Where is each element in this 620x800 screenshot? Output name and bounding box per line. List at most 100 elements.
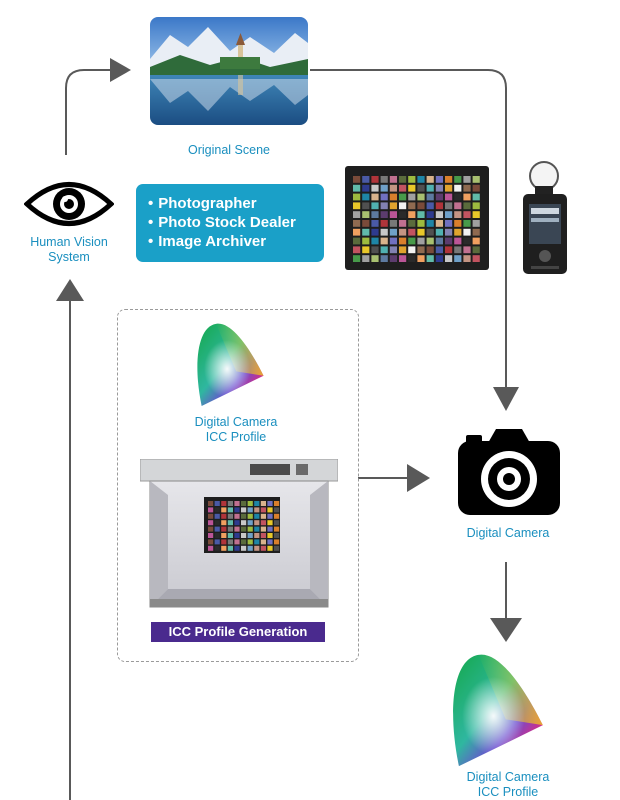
color-patch (417, 255, 425, 262)
arrowhead-to-camera-left (407, 464, 430, 492)
color-patch (241, 520, 247, 526)
color-patch (399, 176, 407, 183)
color-patch (274, 526, 280, 532)
color-patch (362, 184, 370, 192)
color-patch (454, 202, 462, 210)
color-patch (208, 520, 214, 526)
color-patch (380, 255, 388, 262)
color-patch (371, 184, 379, 192)
color-patch (353, 184, 361, 192)
color-patch (274, 533, 280, 538)
color-patch (445, 255, 453, 262)
color-patch (260, 507, 266, 513)
color-patch (435, 211, 443, 218)
color-patch (463, 211, 471, 218)
color-patch (227, 545, 233, 551)
color-patch (353, 211, 361, 218)
color-patch (454, 193, 462, 201)
color-patch (247, 520, 253, 526)
camera-icon (456, 427, 562, 522)
color-patch (463, 246, 471, 254)
color-patch (417, 237, 425, 245)
color-patch (353, 202, 361, 210)
color-patch (208, 513, 214, 519)
color-patch (214, 533, 220, 538)
color-patch (399, 255, 407, 262)
color-patch (426, 211, 434, 218)
color-patch (221, 539, 227, 545)
color-patch (221, 513, 227, 519)
color-patch (362, 228, 370, 236)
color-patch (435, 176, 443, 183)
color-patch (399, 202, 407, 210)
color-patch (371, 193, 379, 201)
color-patch (274, 507, 280, 513)
original-scene-photo (150, 17, 308, 125)
eye-icon (23, 177, 115, 236)
color-patch (463, 220, 471, 227)
color-patch (371, 176, 379, 183)
color-patch (399, 228, 407, 236)
color-patch (267, 533, 273, 538)
color-patch (234, 520, 240, 526)
color-patch (417, 246, 425, 254)
color-patch (454, 211, 462, 218)
color-patch (380, 220, 388, 227)
color-patch (445, 202, 453, 210)
color-patch (371, 202, 379, 210)
color-patch (274, 539, 280, 545)
connector-eye-to-scene (65, 69, 112, 155)
color-gamut-icon (446, 651, 546, 778)
color-patch (214, 526, 220, 532)
color-patch (389, 228, 397, 236)
color-patch (380, 184, 388, 192)
color-patch (362, 255, 370, 262)
color-patch (221, 526, 227, 532)
color-patch (234, 507, 240, 513)
color-gamut-icon (193, 321, 265, 416)
color-patch (389, 193, 397, 201)
color-patch (221, 507, 227, 513)
color-patch (353, 176, 361, 183)
human-vision-label: Human Vision System (30, 235, 108, 264)
color-patch (227, 520, 233, 526)
color-patch (362, 211, 370, 218)
color-patch (371, 237, 379, 245)
color-patch (389, 220, 397, 227)
color-patch (463, 184, 471, 192)
color-patch (426, 176, 434, 183)
color-patch (247, 533, 253, 538)
color-patch (254, 501, 260, 506)
color-patch (208, 507, 214, 513)
color-patch (254, 526, 260, 532)
color-patch (353, 220, 361, 227)
color-patch (417, 211, 425, 218)
color-patch (267, 539, 273, 545)
color-patch (454, 220, 462, 227)
color-patch (445, 184, 453, 192)
color-patch (241, 513, 247, 519)
color-patch (389, 202, 397, 210)
color-patch (362, 202, 370, 210)
color-patch (274, 501, 280, 506)
color-patch (362, 246, 370, 254)
color-patch (399, 237, 407, 245)
color-patch (399, 193, 407, 201)
color-patch (221, 533, 227, 538)
color-patch (214, 513, 220, 519)
color-patch (234, 526, 240, 532)
color-patch (247, 507, 253, 513)
color-patch (362, 193, 370, 201)
color-patch (454, 246, 462, 254)
color-patch (435, 193, 443, 201)
connector-scene-to-camera (310, 69, 507, 388)
color-patch (267, 520, 273, 526)
color-patch (417, 220, 425, 227)
color-patch (260, 539, 266, 545)
color-patch (234, 539, 240, 545)
color-patch (247, 539, 253, 545)
color-patch (426, 255, 434, 262)
color-patch (362, 237, 370, 245)
color-patch (399, 220, 407, 227)
color-patch (234, 513, 240, 519)
